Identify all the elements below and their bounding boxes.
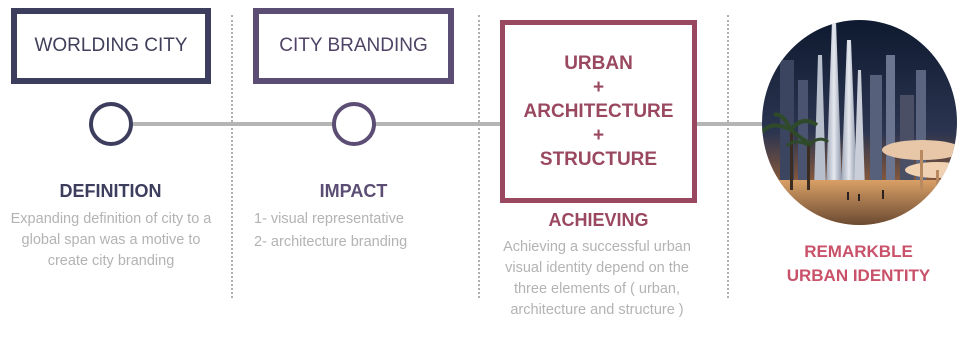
achieving-text: Achieving a successful urban visual iden… [503,239,691,318]
impact-list: 1- visual representative 2- architecture… [254,208,407,254]
separator-3 [727,15,729,298]
city-branding-label: CITY BRANDING [279,35,428,56]
impact-item: 2- architecture branding [254,234,408,250]
achieving-heading: ACHIEVING [548,210,649,230]
impact-item: 1- visual representative [254,211,404,227]
connector-line-3 [697,122,767,126]
plus-sign: + [592,124,605,146]
plus-sign: + [592,76,605,98]
elements-box: URBAN + ARCHITECTURE + STRUCTURE [500,20,697,203]
worlding-city-node [89,102,133,146]
city-branding-box: CITY BRANDING [253,8,454,84]
separator-2 [478,15,480,298]
architecture-label: ARCHITECTURE [523,100,674,122]
elements-text: URBAN + ARCHITECTURE + STRUCTURE [524,52,674,172]
connector-line-2 [374,122,502,126]
city-skyline-photo [762,20,957,225]
city-branding-node [332,102,376,146]
structure-label: STRUCTURE [539,148,658,170]
worlding-city-box: WORLDING CITY [11,8,211,84]
separator-1 [231,15,233,298]
result-label: REMARKBLE URBAN IDENTITY [760,240,957,288]
urban-identity-label: URBAN IDENTITY [786,266,931,285]
definition-text: Expanding definition of city to a global… [10,211,212,269]
remarkable-label: REMARKBLE [804,242,913,261]
urban-label: URBAN [564,52,633,74]
definition-heading: DEFINITION [59,181,162,201]
worlding-city-label: WORLDING CITY [34,35,188,56]
impact-heading: IMPACT [319,181,388,201]
